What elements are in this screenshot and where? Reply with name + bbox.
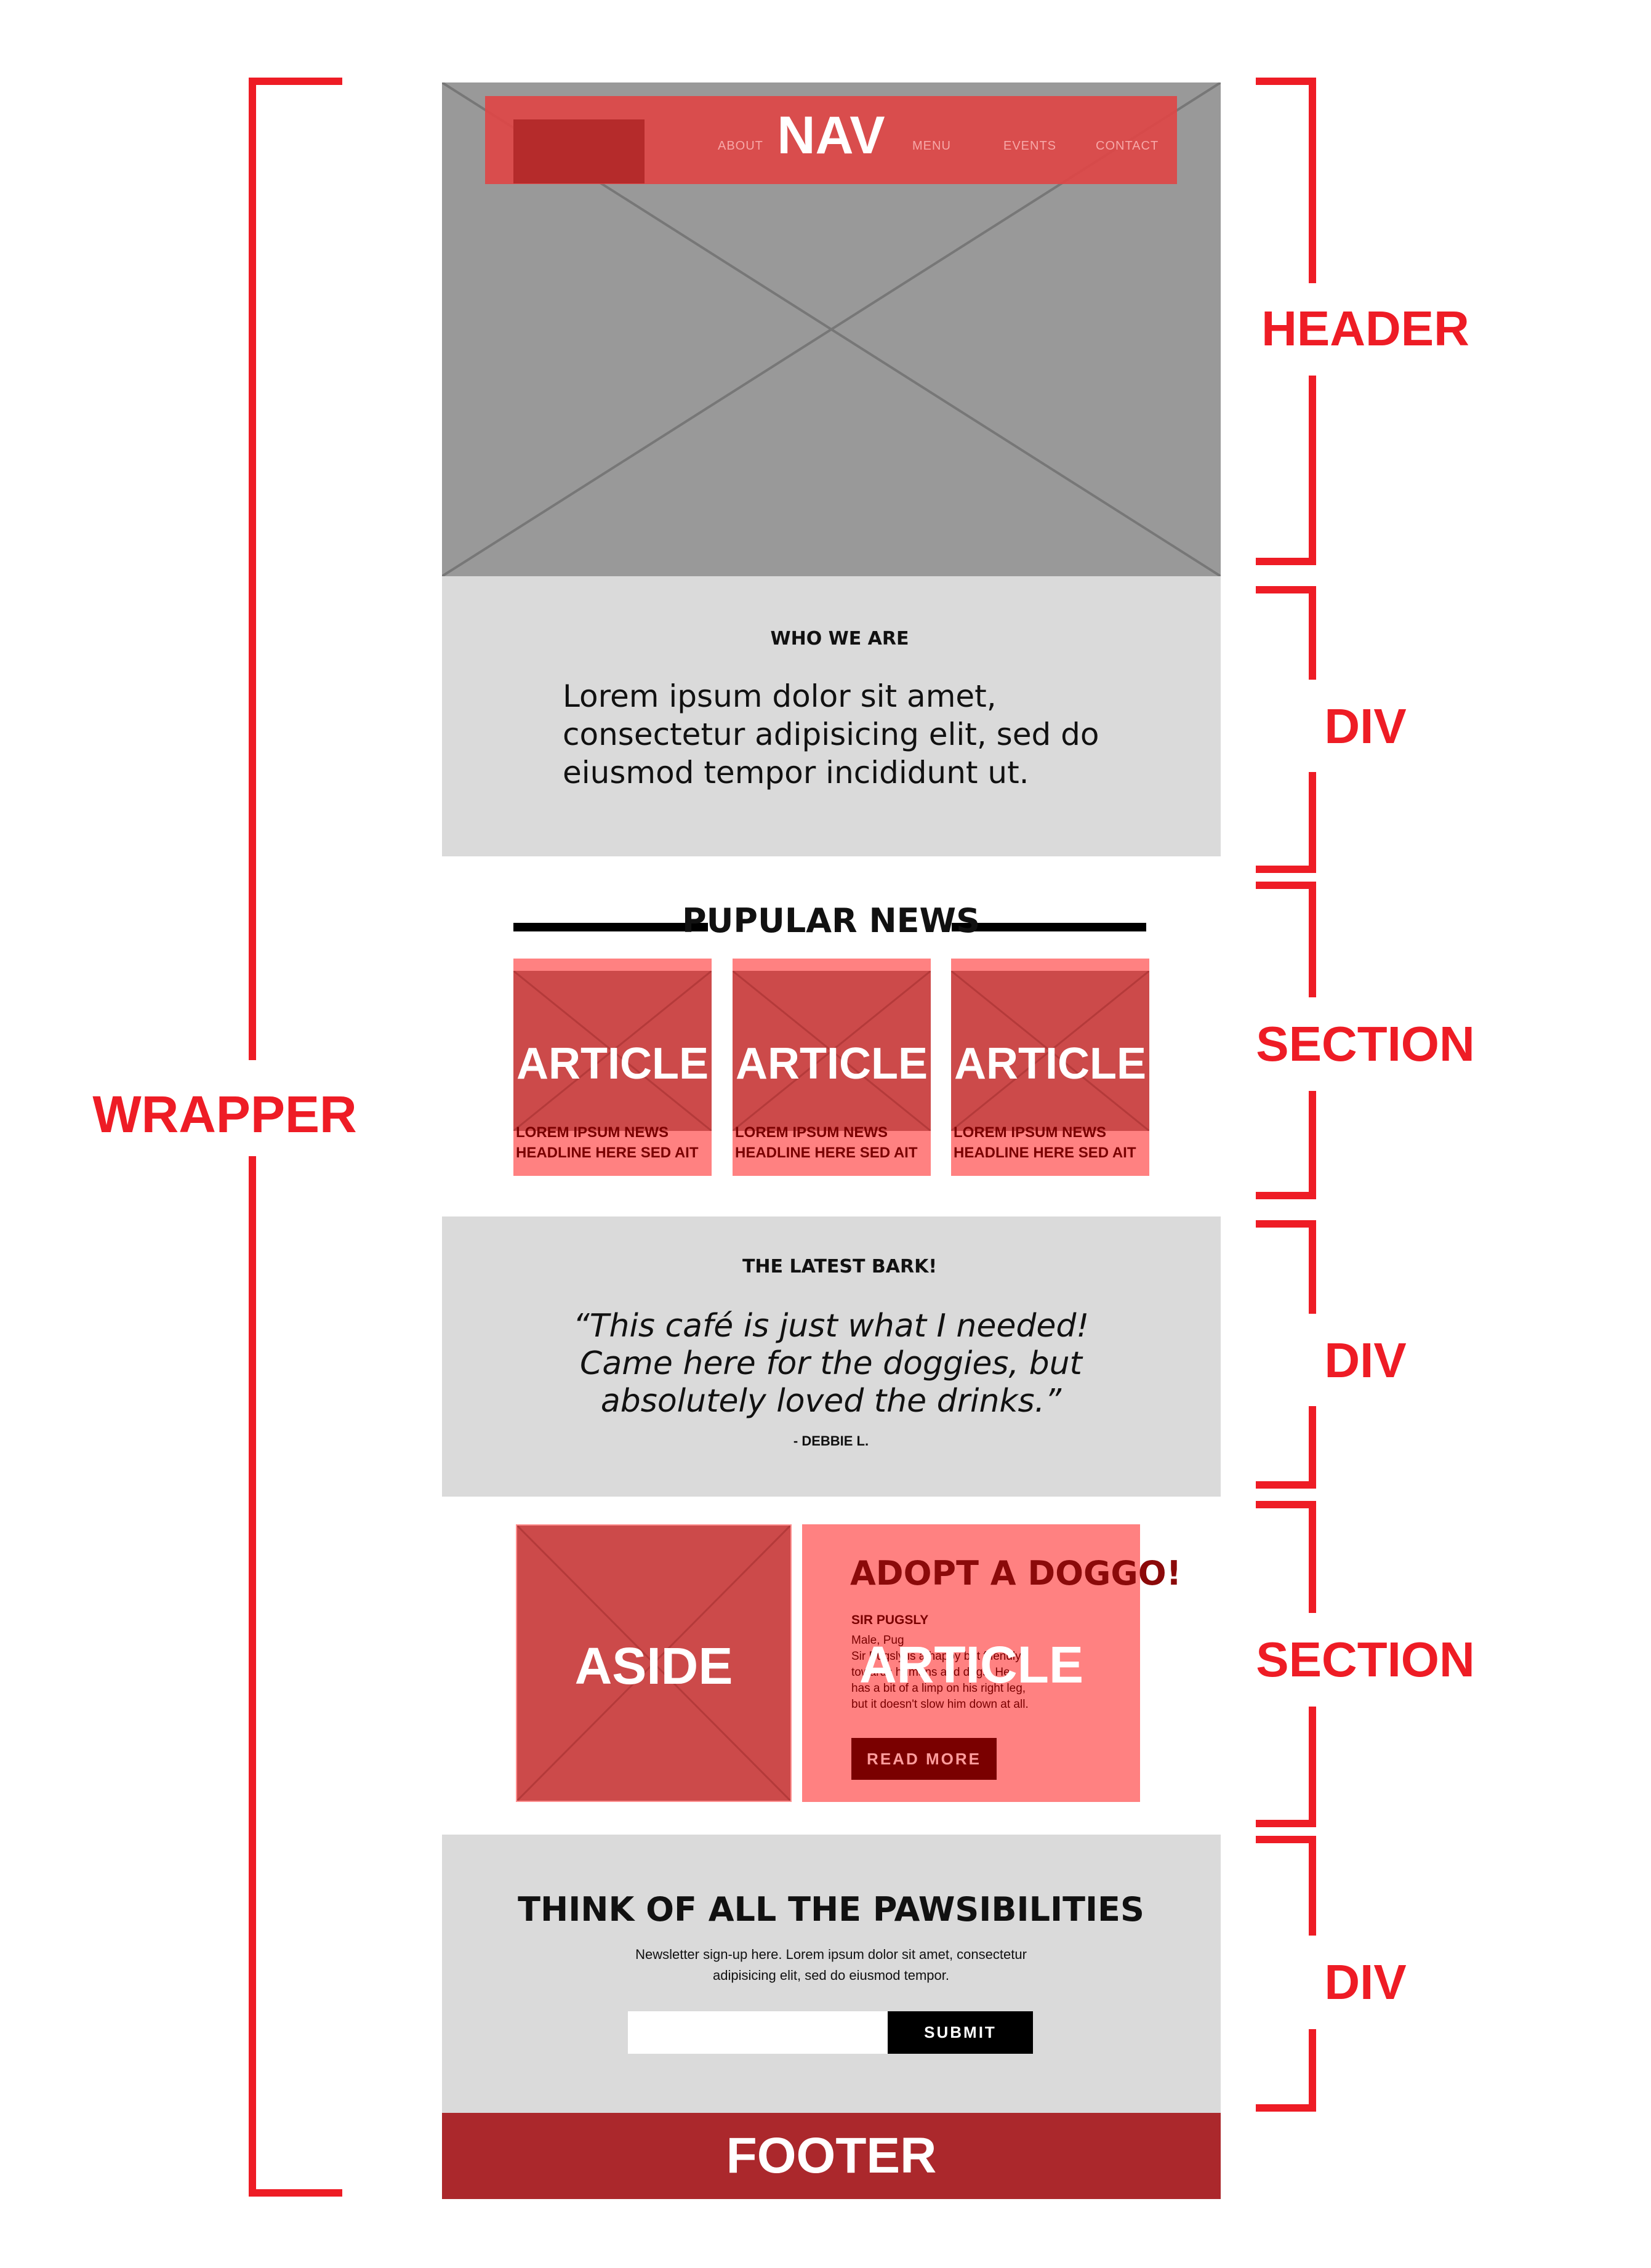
news-card-image xyxy=(733,971,931,1131)
image-placeholder-cross-icon xyxy=(513,971,712,1131)
nav-link-menu[interactable]: MENU xyxy=(912,139,951,153)
news-card-label: ARTICLE xyxy=(736,1039,928,1088)
news-card-label: ARTICLE xyxy=(954,1039,1146,1088)
newsletter-title: THINK OF ALL THE PAWSIBILITIES xyxy=(518,1890,1144,1929)
div2-bracket xyxy=(1256,1220,1316,1489)
testimonial-author: - DEBBIE L. xyxy=(793,1433,869,1449)
nav-link-contact[interactable]: CONTACT xyxy=(1096,139,1159,153)
who-we-are-block xyxy=(442,576,1221,856)
latest-bark-block xyxy=(442,1216,1221,1497)
news-card-image xyxy=(513,971,712,1131)
read-more-button[interactable]: READ MORE xyxy=(851,1738,997,1780)
nav-title: NAV xyxy=(777,106,885,165)
aside-block: ASIDE xyxy=(516,1524,792,1802)
nav-link-events[interactable]: EVENTS xyxy=(1003,139,1057,153)
news-card-2[interactable]: ARTICLE LOREM IPSUM NEWS HEADLINE HERE S… xyxy=(733,959,931,1176)
pet-name: SIR PUGSLY xyxy=(851,1613,929,1627)
newsletter-text: Newsletter sign-up here. Lorem ipsum dol… xyxy=(635,1947,1027,1983)
section1-bracket xyxy=(1256,882,1316,1199)
image-placeholder-cross-icon xyxy=(951,971,1149,1131)
news-card-headline[interactable]: LOREM IPSUM NEWS HEADLINE HERE SED AIT xyxy=(954,1124,1136,1161)
div-label-1: DIV xyxy=(1324,699,1407,754)
popular-news-title: PUPULAR NEWS xyxy=(682,901,980,940)
div1-bracket xyxy=(1256,586,1316,873)
div3-bracket xyxy=(1256,1836,1316,2112)
news-card-image xyxy=(951,971,1149,1131)
image-placeholder-cross-icon xyxy=(517,1526,790,1801)
adopt-article: ADOPT A DOGGO! SIR PUGSLY Male, Pug Sir … xyxy=(802,1524,1181,1802)
adopt-title: ADOPT A DOGGO! xyxy=(850,1554,1182,1593)
adopt-article-label: ARTICLE xyxy=(859,1636,1083,1694)
section-label-2: SECTION xyxy=(1256,1632,1475,1687)
footer-label: FOOTER xyxy=(726,2128,937,2184)
footer: FOOTER xyxy=(442,2113,1221,2199)
wrapper-label: WRAPPER xyxy=(92,1085,357,1143)
newsletter-block xyxy=(442,1835,1221,2113)
news-card-3[interactable]: ARTICLE LOREM IPSUM NEWS HEADLINE HERE S… xyxy=(951,959,1149,1176)
news-rule-left xyxy=(513,923,708,931)
div-label-3: DIV xyxy=(1324,1955,1407,2009)
div-label-2: DIV xyxy=(1324,1333,1407,1388)
aside-label: ASIDE xyxy=(574,1637,733,1695)
header-bracket xyxy=(1256,78,1316,565)
pet-description: Male, Pug Sir Pugsly is a happy but frie… xyxy=(851,1634,1029,1711)
image-placeholder-cross-icon xyxy=(733,971,931,1131)
news-card-headline[interactable]: LOREM IPSUM NEWS HEADLINE HERE SED AIT xyxy=(516,1124,699,1161)
news-card-label: ARTICLE xyxy=(516,1039,709,1088)
section-label-1: SECTION xyxy=(1256,1016,1475,1071)
testimonial-quote: “This café is just what I needed! Came h… xyxy=(572,1308,1090,1420)
header-label: HEADER xyxy=(1261,301,1469,356)
news-card-1[interactable]: ARTICLE LOREM IPSUM NEWS HEADLINE HERE S… xyxy=(513,959,712,1176)
nav-logo[interactable] xyxy=(513,119,645,183)
wrapper-bracket xyxy=(249,78,342,2197)
newsletter-email-input[interactable] xyxy=(628,2011,888,2054)
news-card-headline[interactable]: LOREM IPSUM NEWS HEADLINE HERE SED AIT xyxy=(735,1124,918,1161)
section2-bracket xyxy=(1256,1501,1316,1827)
news-rule-right xyxy=(952,923,1146,931)
nav-link-about[interactable]: ABOUT xyxy=(718,139,763,153)
who-we-are-heading: WHO WE ARE xyxy=(770,628,909,649)
who-we-are-text: Lorem ipsum dolor sit amet, consectetur … xyxy=(563,678,1099,790)
latest-bark-heading: THE LATEST BARK! xyxy=(742,1256,938,1277)
newsletter-submit-button[interactable]: SUBMIT xyxy=(888,2011,1033,2054)
